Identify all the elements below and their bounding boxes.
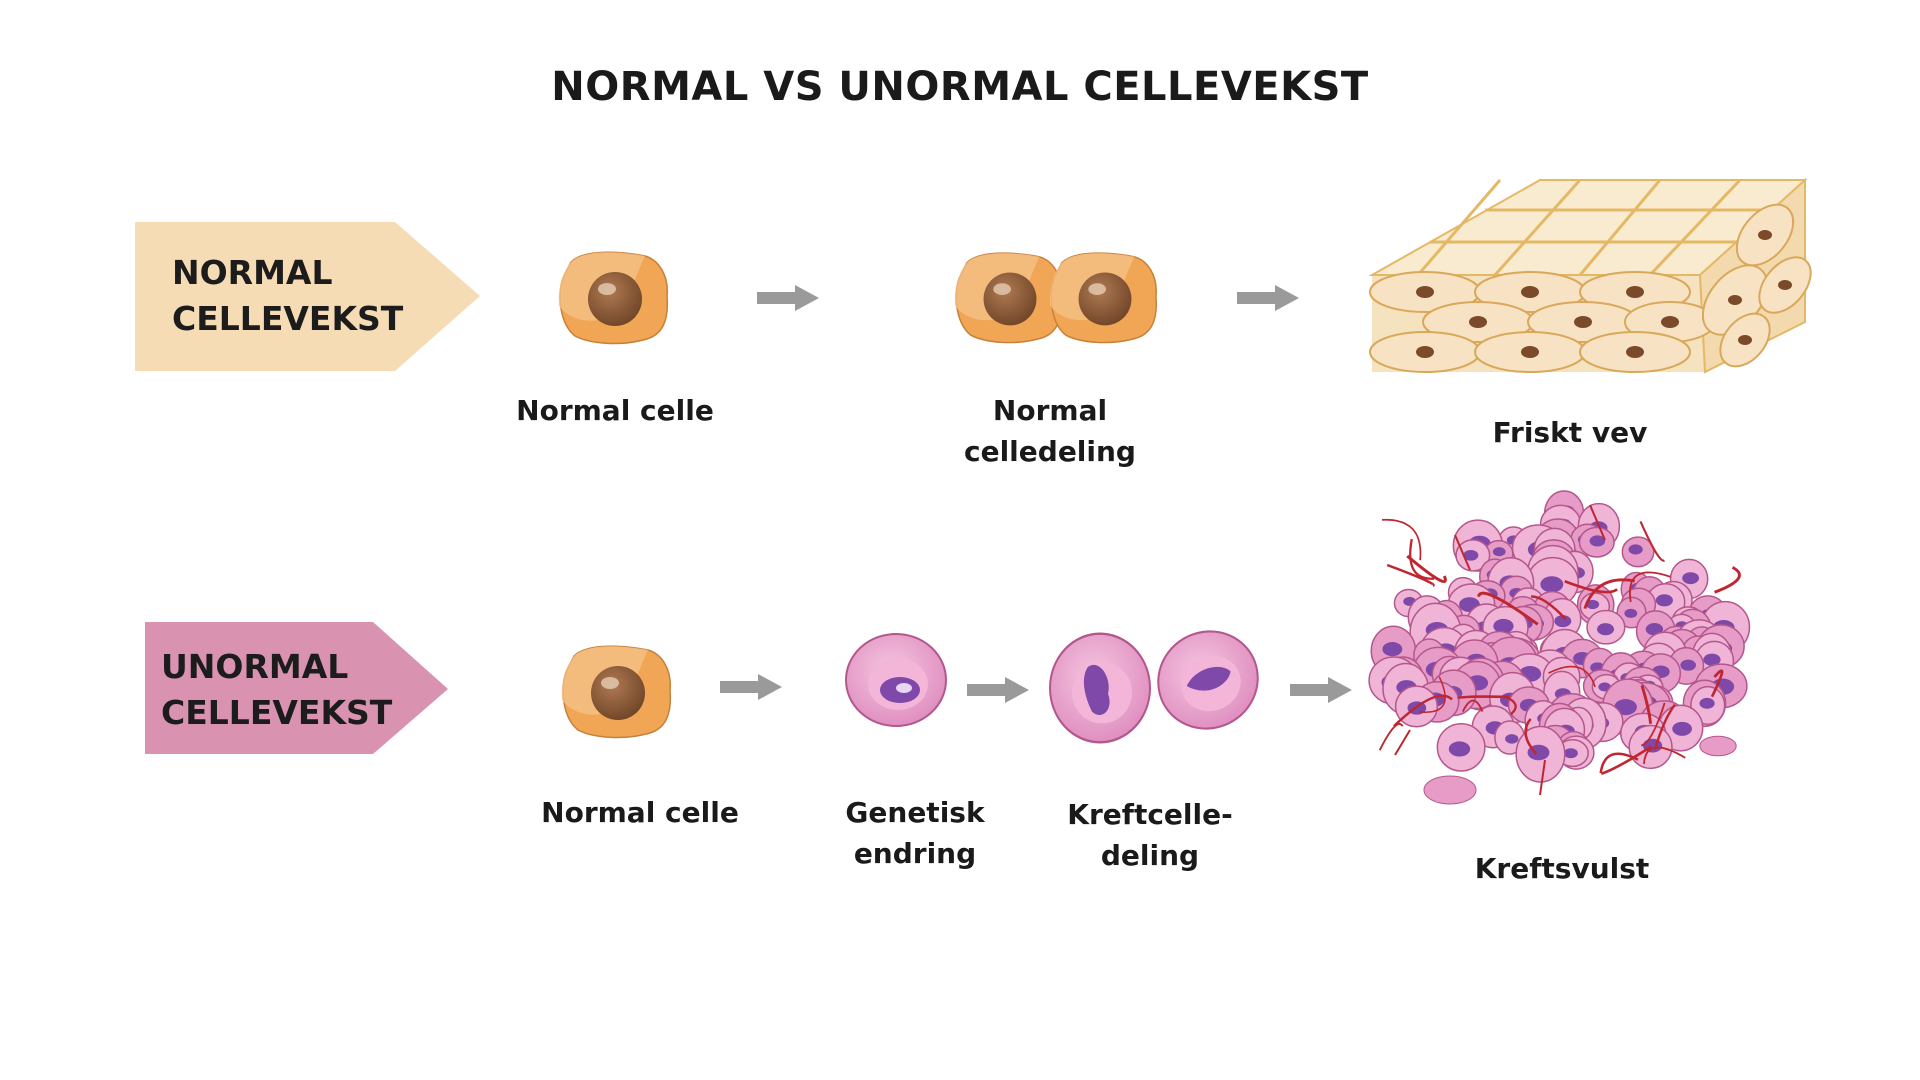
caption-cancer-division: Kreftcelle- deling — [1050, 794, 1250, 876]
tumor-cell — [1578, 526, 1615, 558]
caption-line: Normal celle — [516, 394, 714, 427]
tumor-cell — [1586, 609, 1626, 645]
caption-normal-division: Normal celledeling — [925, 390, 1175, 472]
tumor-image — [1368, 490, 1751, 805]
tumor-cell — [1621, 536, 1655, 568]
caption-line: endring — [853, 837, 977, 870]
right-arrow-icon — [757, 285, 819, 311]
normal-tag-label: NORMAL CELLEVEKST — [172, 250, 403, 342]
caption-line: Normal celle — [541, 796, 739, 829]
mutated-cell-image — [845, 633, 947, 727]
right-arrow-icon — [1237, 285, 1299, 311]
caption-line: Normal — [992, 394, 1108, 427]
stray-tumor-cell — [1699, 735, 1737, 757]
tumor-cell — [1455, 539, 1491, 572]
normal-tag-line1: NORMAL — [172, 253, 333, 292]
caption-line: celledeling — [964, 435, 1136, 468]
caption-tumor: Kreftsvulst — [1437, 848, 1687, 889]
abnormal-tag-shape — [145, 622, 448, 754]
right-arrow-icon — [1290, 677, 1352, 703]
right-arrow-icon — [967, 677, 1029, 703]
caption-line: deling — [1100, 839, 1200, 872]
caption-line: Genetisk — [845, 796, 985, 829]
abnormal-tag-line2: CELLEVEKST — [161, 693, 393, 732]
caption-line: Friskt vev — [1492, 416, 1648, 449]
normal-tag-shape — [135, 222, 480, 371]
diagram-title: NORMAL VS UNORMAL CELLEVEKST — [551, 64, 1369, 110]
healthy-tissue-image — [1368, 177, 1812, 374]
caption-genetic-change: Genetisk endring — [815, 792, 1015, 874]
caption-line: Kreftsvulst — [1474, 852, 1650, 885]
abnormal-tag-label: UNORMAL CELLEVEKST — [161, 644, 392, 736]
caption-healthy-tissue: Friskt vev — [1445, 412, 1695, 453]
normal-tag-line2: CELLEVEKST — [172, 299, 404, 338]
stray-tumor-cell — [1423, 775, 1477, 805]
right-arrow-icon — [720, 674, 782, 700]
abnormal-tag-line1: UNORMAL — [161, 647, 349, 686]
caption-abnormal-normal-cell: Normal celle — [515, 792, 765, 833]
caption-line: Kreftcelle- — [1067, 798, 1233, 831]
blood-vessels — [1378, 504, 1741, 796]
caption-normal-cell: Normal celle — [490, 390, 740, 431]
cancer-division-image — [1048, 618, 1270, 744]
tumor-cell — [1436, 722, 1486, 772]
